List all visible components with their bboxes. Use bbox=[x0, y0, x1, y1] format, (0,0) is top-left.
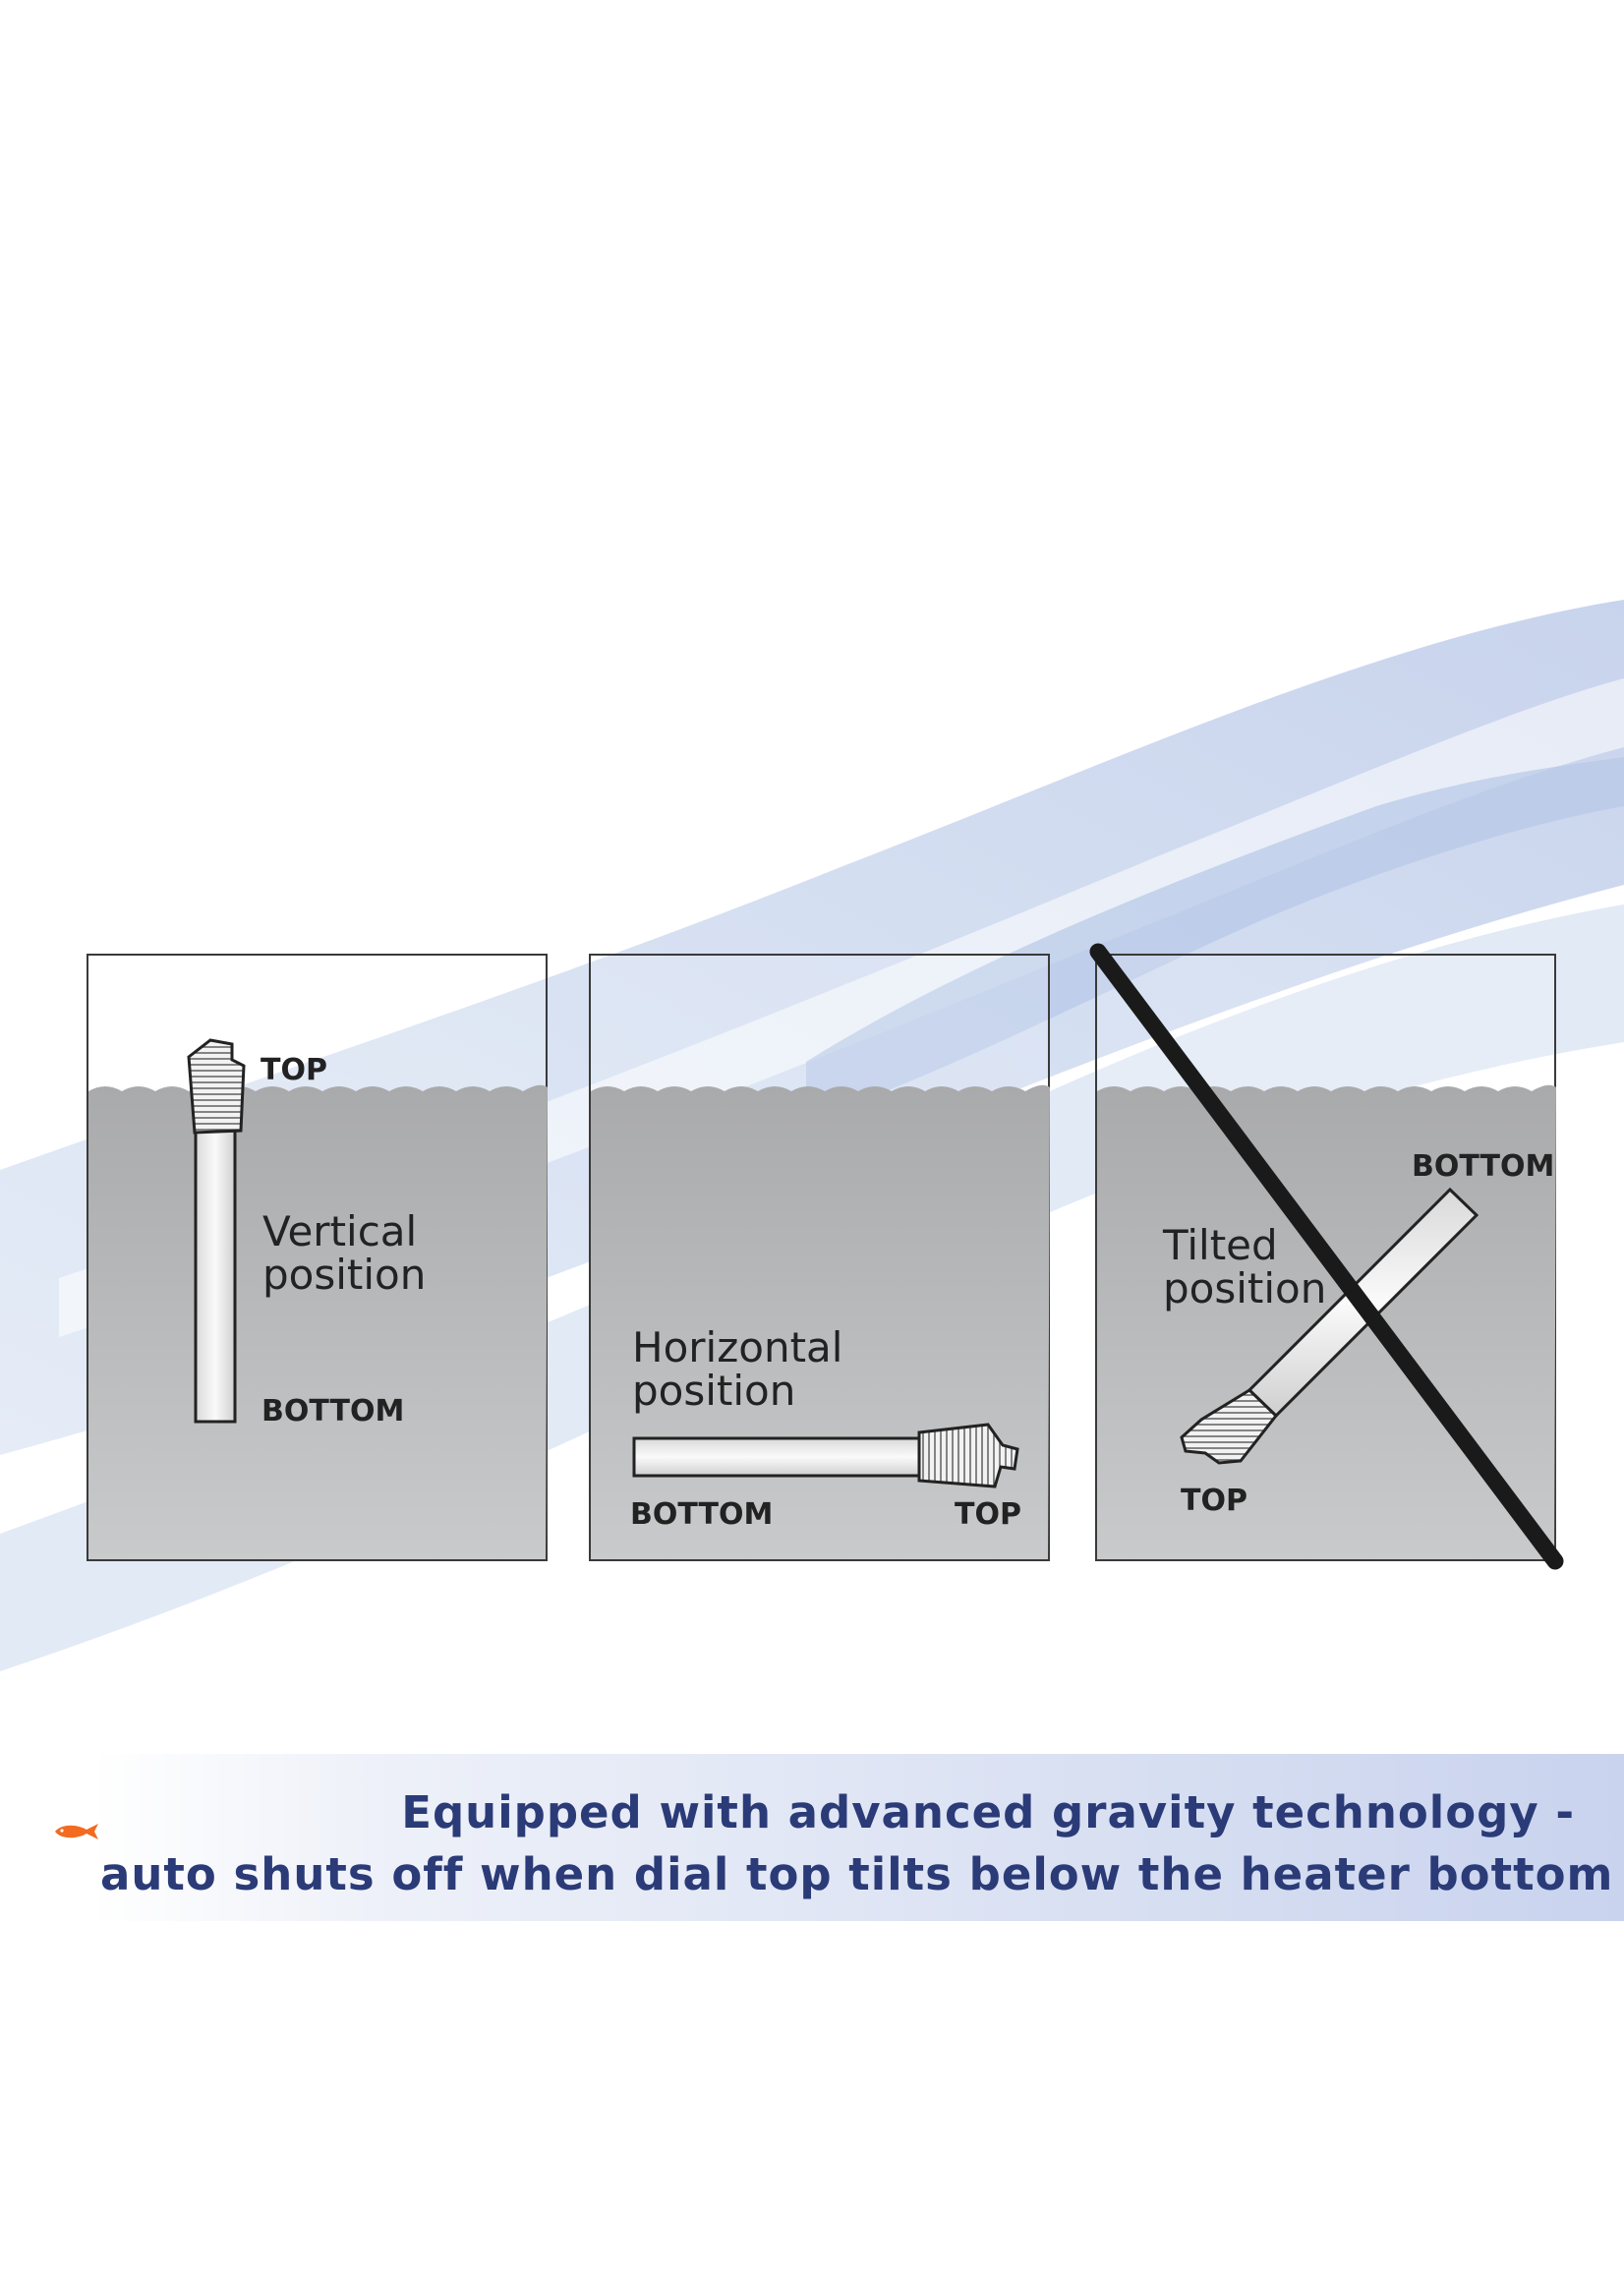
water-vertical bbox=[88, 1084, 548, 1559]
horizontal-bottom-label: BOTTOM bbox=[630, 1497, 773, 1532]
caption-banner bbox=[93, 1754, 1624, 1921]
horizontal-title-line1: Horizontal bbox=[632, 1323, 842, 1371]
heater-vertical bbox=[187, 1038, 246, 1424]
tilted-top-label: TOP bbox=[1181, 1484, 1247, 1518]
panel-vertical: TOP Vertical position BOTTOM bbox=[87, 954, 548, 1561]
tilted-title-line2: position bbox=[1163, 1264, 1326, 1312]
vertical-title-line2: position bbox=[262, 1251, 426, 1299]
horizontal-title-line2: position bbox=[632, 1367, 795, 1415]
no-line-icon bbox=[1089, 943, 1564, 1570]
heater-horizontal bbox=[632, 1423, 1019, 1488]
vertical-bottom-label: BOTTOM bbox=[261, 1394, 404, 1429]
panel-horizontal: Horizontal position BOTTOM TOP bbox=[589, 954, 1050, 1561]
panel-tilted: BOTTOM Tilted position TOP bbox=[1089, 943, 1564, 1570]
vertical-title-line1: Vertical bbox=[262, 1207, 417, 1255]
feature-caption: Equipped with advanced gravity technolog… bbox=[100, 1781, 1614, 1905]
caption-line1: Equipped with advanced gravity technolog… bbox=[401, 1786, 1575, 1838]
fish-icon bbox=[55, 1824, 98, 1839]
water-horizontal bbox=[591, 1084, 1050, 1559]
tilted-bottom-label: BOTTOM bbox=[1412, 1149, 1554, 1184]
vertical-top-label: TOP bbox=[261, 1053, 327, 1087]
caption-line2: auto shuts off when dial top tilts below… bbox=[100, 1848, 1614, 1900]
horizontal-top-label: TOP bbox=[955, 1497, 1021, 1532]
tilted-title-line1: Tilted bbox=[1162, 1221, 1278, 1269]
